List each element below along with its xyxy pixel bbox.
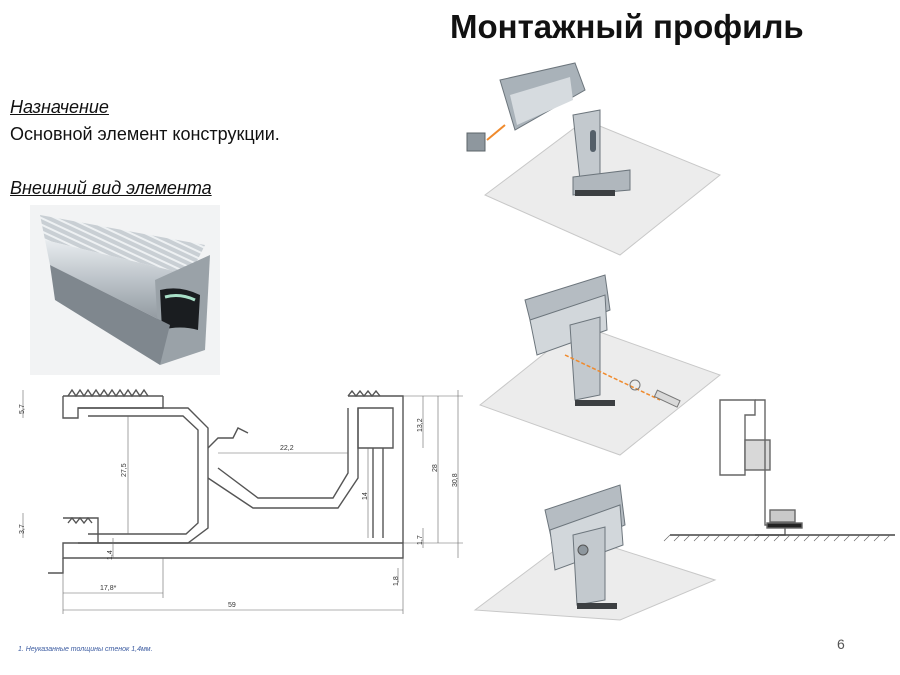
profile-photo (30, 205, 220, 375)
dim-28: 28 (432, 464, 439, 472)
dim-27-5: 27,5 (121, 463, 128, 477)
purpose-heading: Назначение (10, 97, 109, 117)
dim-22-2: 22,2 (280, 445, 294, 452)
step-2-illustration (524, 274, 681, 408)
dim-5-7: 5,7 (19, 404, 26, 414)
page-title: Монтажный профиль (450, 8, 804, 45)
dim-13-2: 13,2 (417, 418, 424, 432)
step-1-illustration (466, 62, 631, 196)
dim-30-8: 30,8 (452, 473, 459, 487)
section-view (663, 399, 895, 542)
dim-17-8: 17,8* (100, 585, 117, 592)
cross-section-drawing: 5,7 3,7 27,5 22,2 1,4 17,8* 59 13,2 28 3… (19, 388, 463, 614)
page-number: 6 (837, 636, 845, 652)
purpose-text: Основной элемент конструкции. (10, 124, 280, 144)
footnote: 1. Неуказанные толщины стенок 1,4мм. (18, 646, 153, 653)
dim-3-7: 3,7 (19, 524, 26, 534)
dim-59: 59 (228, 602, 236, 609)
assembly-illustrations (466, 62, 895, 621)
dim-14: 14 (362, 492, 369, 500)
step-3-illustration (544, 484, 626, 609)
dim-1-7: 1,7 (417, 535, 424, 545)
dim-1-4: 1,4 (107, 550, 114, 560)
appearance-heading: Внешний вид элемента (10, 178, 212, 198)
dim-1-8: 1,8 (393, 576, 400, 586)
